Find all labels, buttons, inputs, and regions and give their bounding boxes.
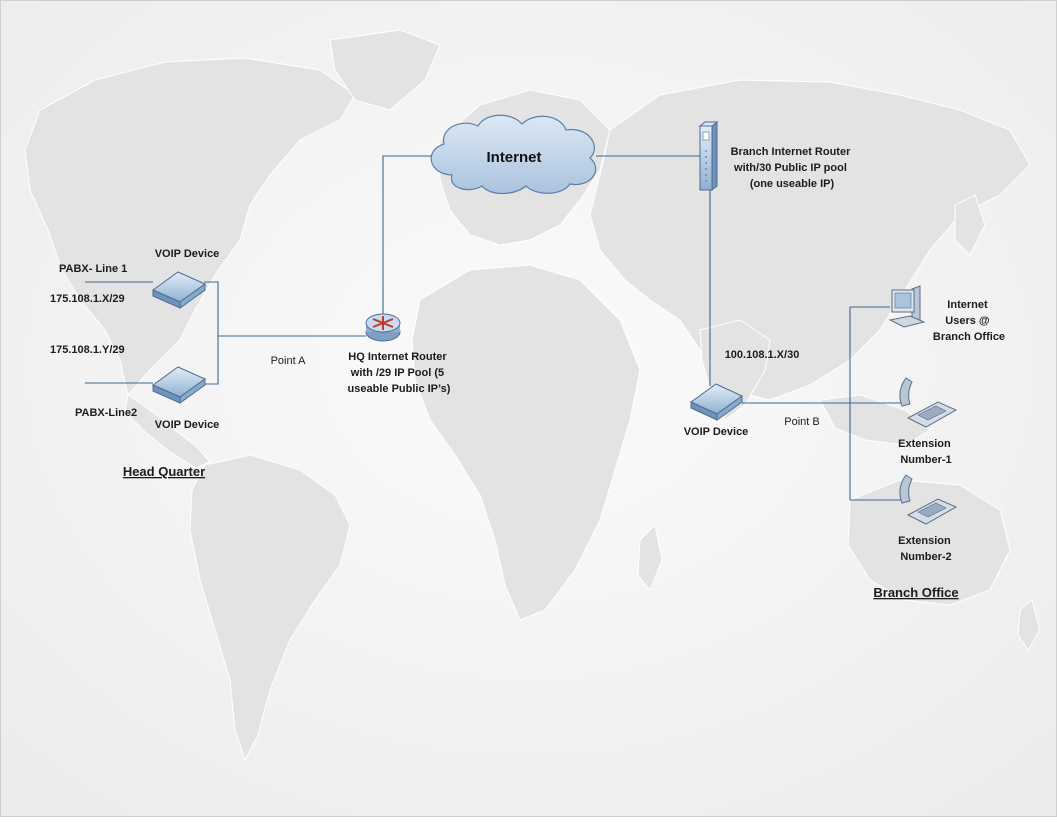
hq-router-label: HQ Internet Router with /29 IP Pool (5 u…	[348, 351, 451, 395]
head-quarter-title: Head Quarter	[123, 464, 205, 479]
central-america-shape	[124, 394, 211, 469]
tower-router-icon-top	[698, 121, 719, 127]
greenland-shape	[329, 29, 441, 111]
extension1-label: Extension Number-1	[898, 438, 954, 466]
africa-shape	[411, 264, 641, 621]
point-a-label: Point A	[271, 355, 307, 367]
office-phone-icon	[899, 474, 913, 504]
desktop-computer-keyboard	[888, 315, 926, 328]
tower-router-icon-side	[711, 120, 718, 192]
hq-router[interactable]	[365, 313, 401, 342]
branch-router[interactable]	[698, 120, 719, 192]
desktop-computer-screen	[894, 292, 912, 309]
pabx-line1-label: PABX- Line 1	[59, 263, 127, 275]
australia-shape	[847, 479, 1011, 606]
router-arrows-icon	[372, 316, 394, 330]
hq-voip-device-top[interactable]	[152, 271, 206, 309]
hq-voip-top-label: VOIP Device	[155, 248, 220, 260]
hq-ip-y-label: 175.108.1.Y/29	[50, 344, 125, 356]
office-phone-icon	[899, 377, 913, 407]
cloud-icon	[430, 114, 597, 195]
north-america-shape	[24, 57, 356, 397]
links	[85, 155, 902, 501]
hq-ip-x-label: 175.108.1.X/29	[50, 293, 125, 305]
point-b-label: Point B	[784, 416, 819, 428]
office-phone-icon-keys	[917, 502, 947, 518]
cloud-label: Internet	[486, 149, 541, 166]
hq-voip-device-bottom[interactable]	[152, 366, 206, 404]
extension-phone-2[interactable]	[899, 474, 958, 525]
branch-office-title: Branch Office	[873, 585, 958, 600]
internet-cloud: Internet	[430, 114, 597, 195]
southeast-asia-shape	[819, 394, 931, 446]
link-hq-router-to-internet	[382, 155, 432, 318]
pabx-line2-label: PABX-Line2	[75, 407, 137, 419]
voip-gateway-icon-front	[716, 395, 743, 421]
internet-users-label: Internet Users @ Branch Office	[933, 299, 1005, 343]
link-hq-voip-bus	[204, 281, 219, 385]
office-phone-icon-keys	[917, 405, 947, 421]
tower-router-slot	[702, 131, 710, 141]
new-zealand-shape	[1017, 599, 1041, 651]
voip-gateway-icon-front	[179, 283, 206, 309]
branch-router-label: Branch Internet Router with/30 Public IP…	[731, 146, 854, 190]
extension-phone-1[interactable]	[899, 377, 958, 428]
south-america-shape	[189, 454, 351, 762]
voip-gateway-icon-front	[179, 378, 206, 404]
hq-voip-bottom-label: VOIP Device	[155, 419, 220, 431]
branch-ip-label: 100.108.1.X/30	[725, 349, 800, 361]
branch-computer[interactable]	[888, 285, 926, 328]
japan-shape	[954, 194, 986, 256]
madagascar-shape	[637, 523, 663, 591]
extension2-label: Extension Number-2	[898, 535, 954, 563]
branch-voip-label: VOIP Device	[684, 426, 749, 438]
branch-voip-device[interactable]	[690, 383, 743, 421]
